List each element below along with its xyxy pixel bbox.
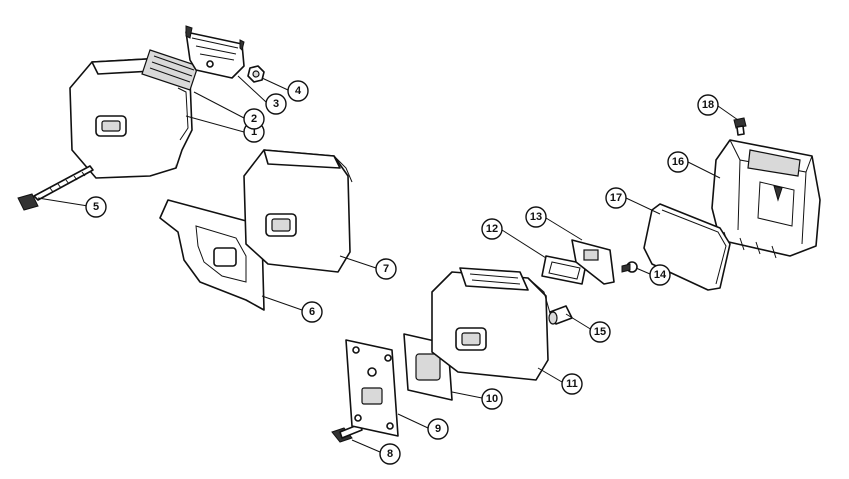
callout-16-label: 16 — [672, 156, 684, 168]
callout-17-label: 17 — [610, 192, 622, 204]
leader-17 — [625, 197, 661, 215]
nut-part-4 — [247, 65, 265, 83]
small-gasket-part-12 — [541, 255, 587, 285]
callout-2: 2 — [243, 108, 265, 130]
callout-11-label: 11 — [566, 378, 578, 390]
leader-10 — [451, 391, 483, 399]
leader-18 — [717, 105, 739, 121]
leader-15 — [565, 313, 593, 331]
leader-13 — [545, 217, 583, 241]
muffler-part-7 — [243, 149, 353, 273]
screw-part-14 — [621, 261, 638, 273]
callout-2-label: 2 — [251, 113, 257, 125]
screw-part-18 — [733, 117, 747, 136]
callout-9-label: 9 — [435, 423, 441, 435]
spark-screen-part-2 — [141, 49, 199, 91]
callout-15-label: 15 — [594, 326, 606, 338]
callout-13-label: 13 — [530, 211, 542, 223]
callout-3: 3 — [265, 93, 287, 115]
leader-11 — [537, 367, 563, 383]
leader-3 — [237, 75, 267, 103]
callout-5: 5 — [85, 196, 107, 218]
callout-3-label: 3 — [273, 98, 279, 110]
leader-9 — [397, 413, 429, 429]
leader-5 — [37, 197, 89, 207]
callout-11: 11 — [561, 373, 583, 395]
callout-17: 17 — [605, 187, 627, 209]
callout-16: 16 — [667, 151, 689, 173]
mounting-plate-part-9 — [345, 339, 399, 437]
callout-14-label: 14 — [654, 269, 667, 281]
bolt-part-5 — [17, 165, 94, 211]
callout-18-label: 18 — [702, 99, 714, 111]
callout-14: 14 — [649, 264, 671, 286]
leader-7 — [339, 255, 377, 269]
callout-18: 18 — [697, 94, 719, 116]
callout-13: 13 — [525, 206, 547, 228]
callout-7: 7 — [375, 258, 397, 280]
deflector-part-3 — [185, 25, 245, 79]
muffler-part-11 — [431, 267, 553, 381]
bracket-part-13 — [571, 239, 615, 285]
callout-5-label: 5 — [93, 201, 99, 213]
callout-6-label: 6 — [309, 306, 315, 318]
leader-4 — [261, 77, 289, 91]
callout-8: 8 — [379, 443, 401, 465]
leader-16 — [687, 161, 721, 179]
callout-4: 4 — [287, 80, 309, 102]
callout-10-label: 10 — [486, 393, 498, 405]
leader-2 — [193, 91, 245, 119]
callout-15: 15 — [589, 321, 611, 343]
housing-part-16 — [711, 139, 821, 259]
callout-10: 10 — [481, 388, 503, 410]
callout-1-label: 1 — [251, 126, 257, 138]
leader-12 — [501, 229, 547, 259]
leader-14 — [635, 267, 651, 275]
leader-1 — [185, 115, 245, 133]
callout-4-label: 4 — [295, 85, 302, 97]
callout-6: 6 — [301, 301, 323, 323]
callout-7-label: 7 — [383, 263, 389, 275]
leader-8 — [351, 439, 381, 453]
callout-9: 9 — [427, 418, 449, 440]
leader-lines — [37, 75, 739, 453]
callout-12: 12 — [481, 218, 503, 240]
leader-6 — [261, 295, 303, 311]
callout-8-label: 8 — [387, 448, 393, 460]
callout-12-label: 12 — [486, 223, 498, 235]
